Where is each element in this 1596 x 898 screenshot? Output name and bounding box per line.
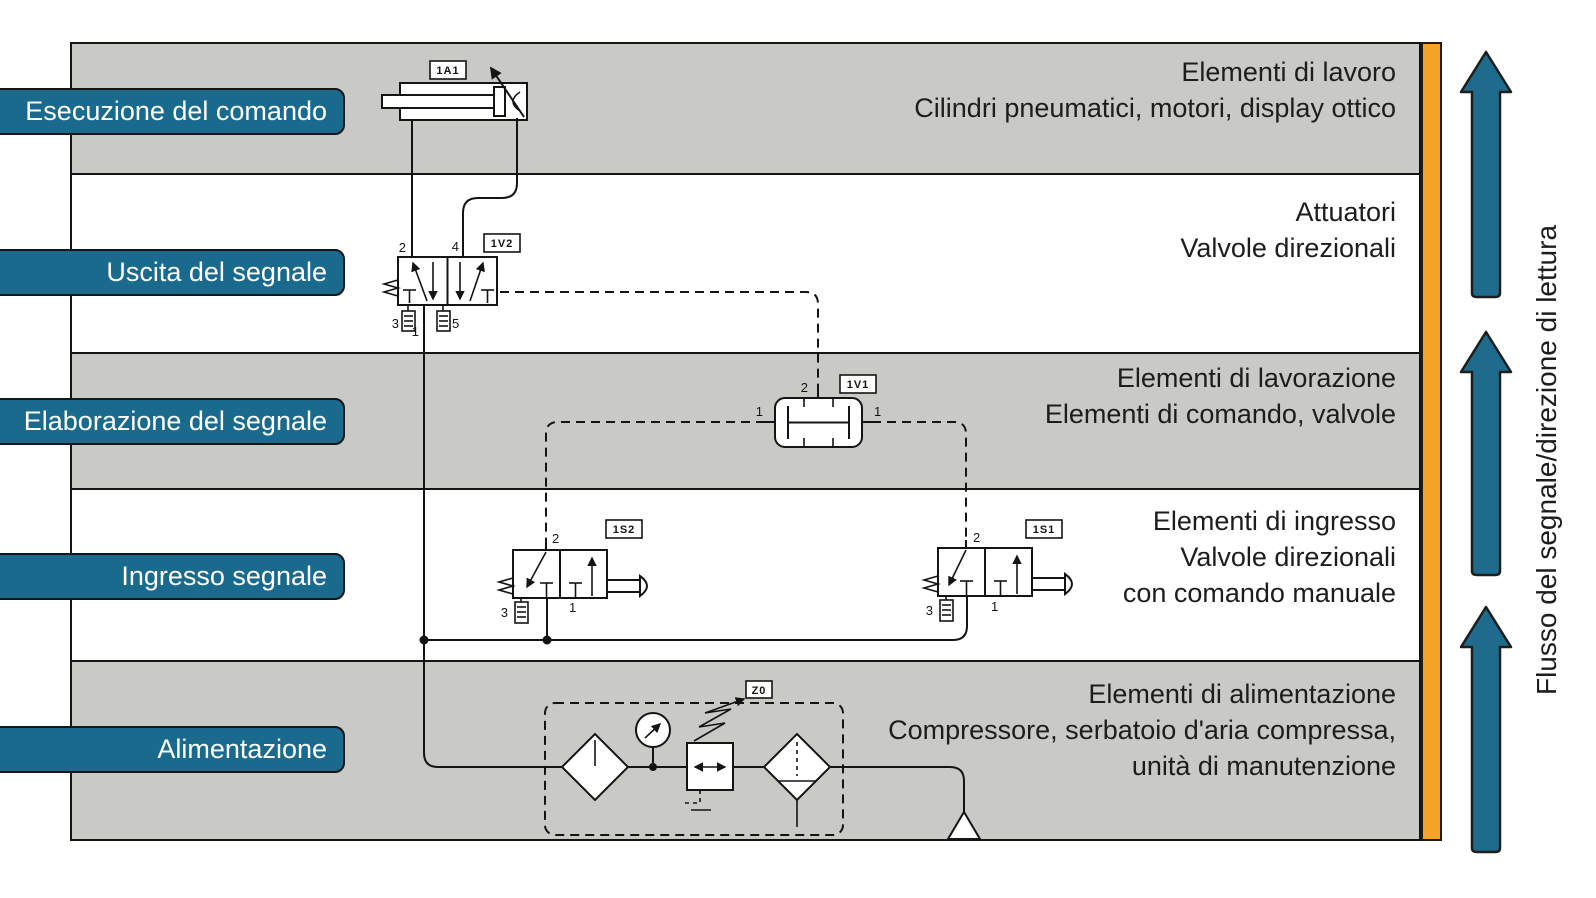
level-badge-uscita: Uscita del segnale (0, 249, 345, 296)
desc-line: Attuatori (1295, 197, 1396, 227)
up-arrow (1459, 50, 1513, 299)
reading-direction-bar (1421, 42, 1442, 841)
desc-elementi-di-alimentazione: Elementi di alimentazione Compressore, s… (888, 676, 1396, 784)
level-badge-alimentazione: Alimentazione (0, 726, 345, 773)
desc-line: unità di manutenzione (1131, 751, 1396, 781)
level-badge-esecuzione: Esecuzione del comando (0, 88, 345, 135)
flow-direction-arrows (1459, 50, 1513, 854)
flow-axis-label: Flusso del segnale/direzione di lettura (1531, 224, 1562, 696)
desc-line: Compressore, serbatoio d'aria compressa, (888, 715, 1396, 745)
desc-line: Valvole direzionali (1180, 542, 1396, 572)
desc-line: Elementi di lavorazione (1116, 363, 1396, 393)
level-badge-elaborazione: Elaborazione del segnale (0, 398, 345, 445)
up-arrow (1459, 605, 1513, 854)
desc-attuatori: Attuatori Valvole direzionali (1180, 194, 1396, 266)
desc-line: Elementi di ingresso (1152, 506, 1396, 536)
desc-line: Elementi di comando, valvole (1044, 399, 1396, 429)
desc-elementi-di-lavoro: Elementi di lavoro Cilindri pneumatici, … (914, 54, 1396, 126)
desc-elementi-di-ingresso: Elementi di ingresso Valvole direzionali… (1123, 503, 1396, 611)
desc-line: Valvole direzionali (1180, 233, 1396, 263)
level-badge-ingresso: Ingresso segnale (0, 553, 345, 600)
desc-elementi-di-lavorazione: Elementi di lavorazione Elementi di coma… (1045, 360, 1396, 432)
up-arrow (1459, 330, 1513, 577)
desc-line: Elementi di lavoro (1181, 57, 1396, 87)
desc-line: con comando manuale (1122, 578, 1396, 608)
desc-line: Elementi di alimentazione (1088, 679, 1396, 709)
diagram-area (70, 42, 1421, 841)
desc-line: Cilindri pneumatici, motori, display ott… (914, 93, 1396, 123)
